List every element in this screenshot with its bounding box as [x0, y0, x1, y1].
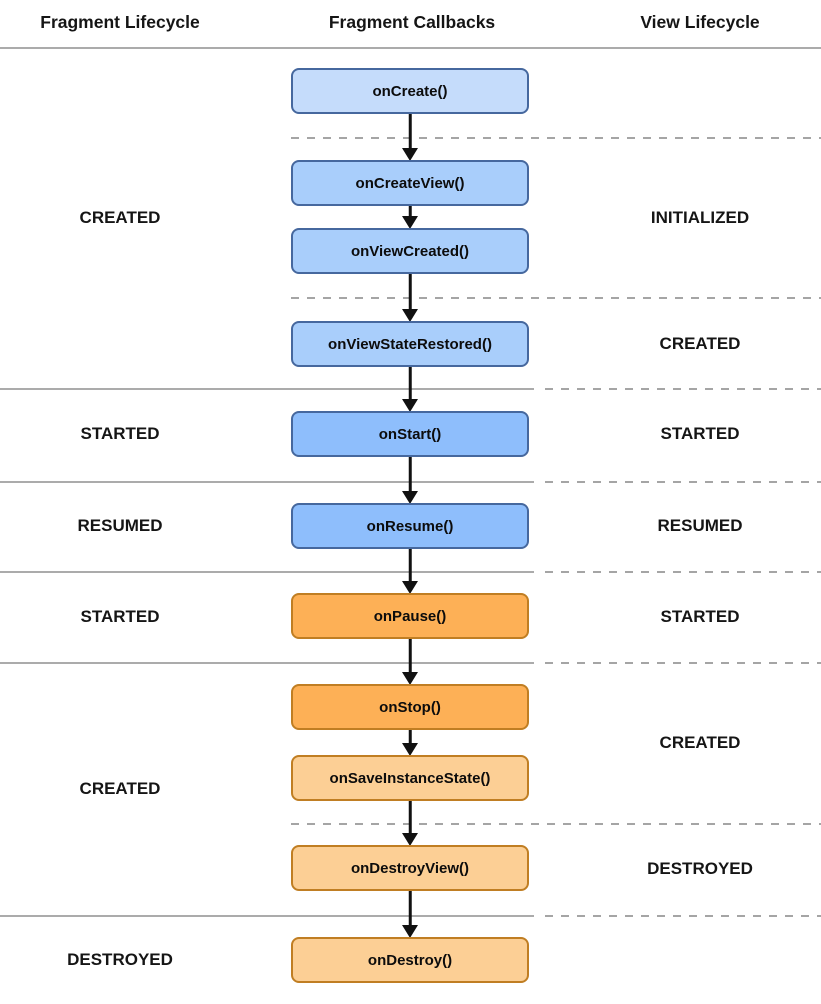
- flow-arrow-down: [394, 638, 426, 685]
- callback-box-oncreateview: onCreateView(): [291, 160, 529, 206]
- arrow-stem: [408, 729, 412, 745]
- arrow-head-down-icon: [402, 743, 418, 756]
- view-state-boundary-dashed-line: [291, 823, 821, 825]
- flow-arrow-down: [394, 548, 426, 594]
- column-header-fragment-callbacks: Fragment Callbacks: [328, 12, 496, 32]
- header-separator-line: [0, 47, 821, 49]
- arrow-head-down-icon: [402, 581, 418, 594]
- fragment-states-created: CREATED: [79, 208, 161, 227]
- view-state-boundary-dashed-line: [545, 571, 821, 573]
- view-states-started: STARTED: [660, 424, 740, 443]
- callback-box-ondestroy: onDestroy(): [291, 937, 529, 983]
- callback-box-oncreate: onCreate(): [291, 68, 529, 114]
- arrow-head-down-icon: [402, 399, 418, 412]
- view-state-boundary-dashed-line: [545, 662, 821, 664]
- arrow-head-down-icon: [402, 833, 418, 846]
- flow-arrow-down: [394, 273, 426, 322]
- view-state-boundary-dashed-line: [291, 137, 821, 139]
- fragment-state-boundary-line: [0, 481, 534, 483]
- fragment-state-boundary-line: [0, 388, 534, 390]
- callback-box-onresume: onResume(): [291, 503, 529, 549]
- flow-arrow-down: [394, 113, 426, 161]
- flow-arrow-down: [394, 890, 426, 938]
- flow-arrow-down: [394, 366, 426, 412]
- fragment-state-boundary-line: [0, 571, 534, 573]
- arrow-head-down-icon: [402, 925, 418, 938]
- fragment-states-started: STARTED: [80, 607, 160, 626]
- view-states-started: STARTED: [660, 607, 740, 626]
- callback-box-ondestroyview: onDestroyView(): [291, 845, 529, 891]
- arrow-stem: [408, 456, 412, 493]
- arrow-head-down-icon: [402, 491, 418, 504]
- fragment-states-created: CREATED: [79, 779, 161, 798]
- arrow-head-down-icon: [402, 216, 418, 229]
- flow-arrow-down: [394, 800, 426, 846]
- callback-box-onstart: onStart(): [291, 411, 529, 457]
- arrow-head-down-icon: [402, 672, 418, 685]
- flow-arrow-down: [394, 729, 426, 756]
- view-state-boundary-dashed-line: [545, 915, 821, 917]
- view-state-boundary-dashed-line: [291, 297, 821, 299]
- column-header-fragment-lifecycle: Fragment Lifecycle: [40, 12, 200, 32]
- fragment-states-destroyed: DESTROYED: [67, 950, 173, 969]
- fragment-states-started: STARTED: [80, 424, 160, 443]
- arrow-stem: [408, 113, 412, 150]
- flow-arrow-down: [394, 205, 426, 229]
- view-state-boundary-dashed-line: [545, 388, 821, 390]
- view-states-initialized: INITIALIZED: [650, 208, 750, 227]
- arrow-stem: [408, 800, 412, 835]
- fragment-state-boundary-line: [0, 662, 534, 664]
- view-states-resumed: RESUMED: [657, 516, 743, 535]
- callback-box-onpause: onPause(): [291, 593, 529, 639]
- column-header-view-lifecycle: View Lifecycle: [640, 12, 760, 32]
- view-state-boundary-dashed-line: [545, 481, 821, 483]
- view-states-created: CREATED: [659, 334, 741, 353]
- fragment-states-resumed: RESUMED: [77, 516, 163, 535]
- callback-box-onsaveinstancestate: onSaveInstanceState(): [291, 755, 529, 801]
- arrow-stem: [408, 366, 412, 401]
- arrow-stem: [408, 548, 412, 583]
- arrow-head-down-icon: [402, 148, 418, 161]
- callback-box-onstop: onStop(): [291, 684, 529, 730]
- view-states-destroyed: DESTROYED: [647, 859, 753, 878]
- flow-arrow-down: [394, 456, 426, 504]
- callback-box-onviewcreated: onViewCreated(): [291, 228, 529, 274]
- arrow-stem: [408, 273, 412, 311]
- arrow-stem: [408, 890, 412, 927]
- callback-box-onviewstaterestored: onViewStateRestored(): [291, 321, 529, 367]
- arrow-head-down-icon: [402, 309, 418, 322]
- arrow-stem: [408, 638, 412, 674]
- arrow-stem: [408, 205, 412, 218]
- fragment-state-boundary-line: [0, 915, 534, 917]
- view-states-created: CREATED: [659, 733, 741, 752]
